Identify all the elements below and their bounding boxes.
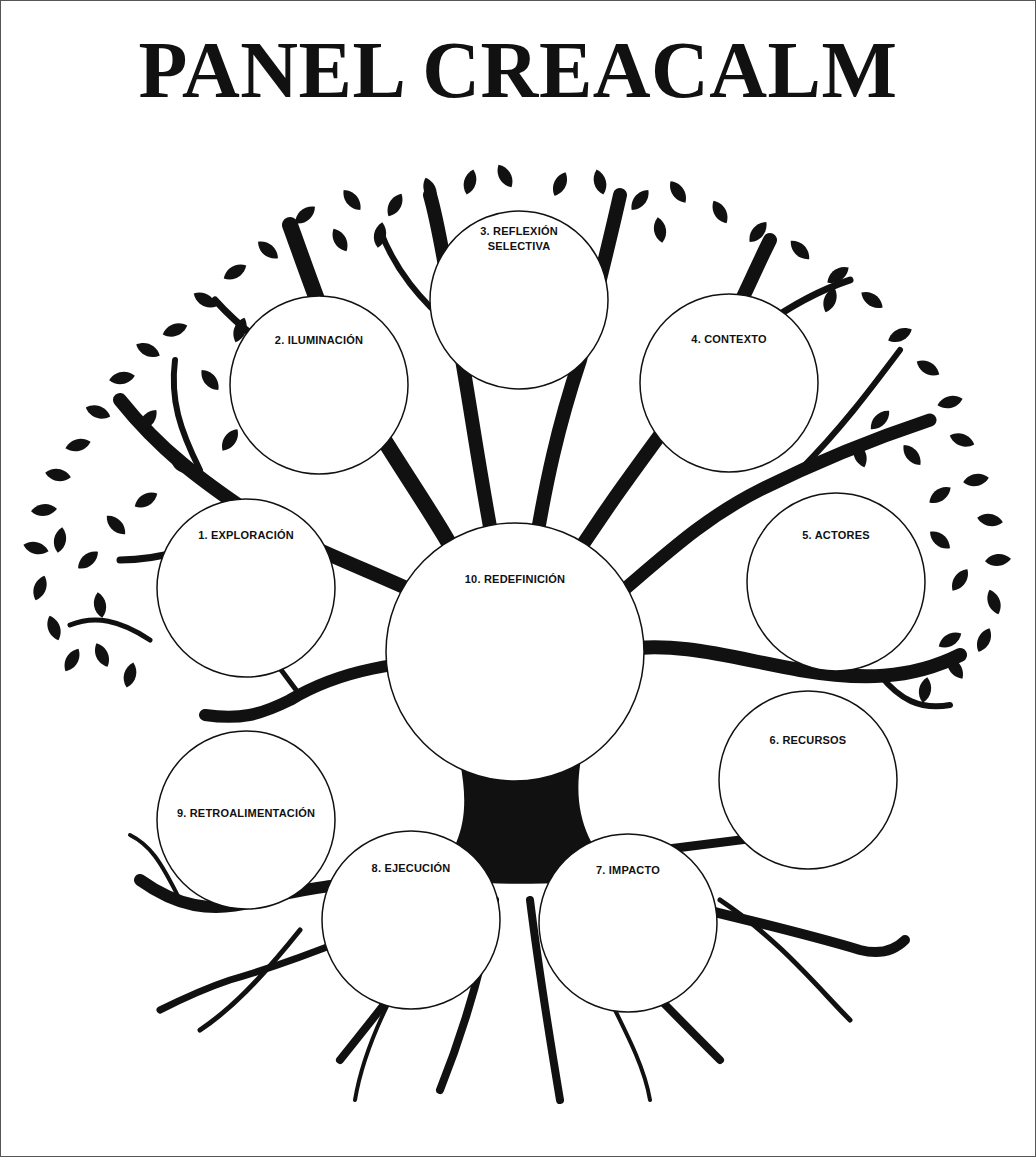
- stage-circle: 7. IMPACTO: [538, 833, 718, 1013]
- stage-label: 3. REFLEXIÓN SELECTIVA: [469, 224, 569, 254]
- circle-outline: [718, 690, 898, 870]
- stage-label: 1. EXPLORACIÓN: [162, 528, 330, 543]
- stage-circle: 4. CONTEXTO: [639, 293, 819, 473]
- stage-label: 2. ILUMINACIÓN: [235, 333, 403, 348]
- circle-outline: [746, 492, 926, 672]
- stage-circle: 2. ILUMINACIÓN: [229, 295, 409, 475]
- stage-circle: 1. EXPLORACIÓN: [156, 498, 336, 678]
- stage-label: 4. CONTEXTO: [645, 332, 813, 347]
- circle-outline: [321, 830, 501, 1010]
- circle-outline: [156, 498, 336, 678]
- circle-outline: [156, 730, 336, 910]
- stage-circle: 10. REDEFINICIÓN: [385, 522, 645, 782]
- stage-circle: 3. REFLEXIÓN SELECTIVA: [429, 210, 609, 390]
- stage-label: 6. RECURSOS: [724, 733, 892, 748]
- circle-outline: [385, 522, 645, 782]
- stage-label: 7. IMPACTO: [544, 863, 712, 878]
- stage-label: 8. EJECUCIÓN: [327, 861, 495, 876]
- stage-label: 9. RETROALIMENTACIÓN: [162, 806, 330, 821]
- stage-circle: 5. ACTORES: [746, 492, 926, 672]
- circle-outline: [538, 833, 718, 1013]
- circle-outline: [229, 295, 409, 475]
- stage-circle: 9. RETROALIMENTACIÓN: [156, 730, 336, 910]
- stage-label: 10. REDEFINICIÓN: [391, 572, 639, 587]
- stage-circle: 8. EJECUCIÓN: [321, 830, 501, 1010]
- panel-title: PANEL CREACALM: [0, 30, 1036, 110]
- stage-label: 5. ACTORES: [752, 528, 920, 543]
- stage-circle: 6. RECURSOS: [718, 690, 898, 870]
- circle-outline: [639, 293, 819, 473]
